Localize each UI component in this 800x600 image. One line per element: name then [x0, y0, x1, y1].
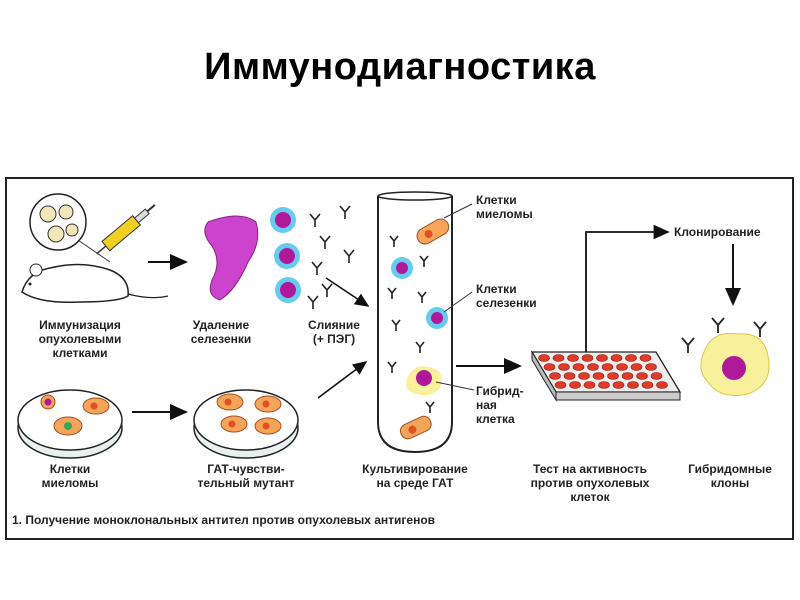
label-line: Клетки	[476, 193, 517, 207]
label-hybridoma: Гибридомные клоны	[680, 462, 780, 490]
label-gat-mutant: ГАТ-чувстви- тельный мутант	[186, 462, 306, 490]
plate-well	[567, 354, 579, 362]
label-cloning: Клонирование	[674, 225, 761, 239]
label-line: Удаление	[192, 318, 250, 332]
plate-well	[543, 363, 556, 371]
arrow-to-tube	[325, 277, 370, 307]
arrow-to-tube-2	[317, 361, 368, 399]
label-spleen-cells: Клетки селезенки	[476, 282, 537, 310]
label-line: миеломы	[41, 476, 99, 490]
plate-well	[569, 381, 581, 389]
plate-well	[558, 363, 570, 371]
label-line: клетками	[52, 346, 108, 360]
test-tube-icon	[377, 191, 475, 454]
plate-well	[630, 363, 643, 371]
plate-well	[592, 372, 605, 380]
plate-well	[587, 363, 599, 371]
label-line: против опухолевых	[530, 476, 650, 490]
hybridoma-clone-icon	[681, 317, 770, 396]
label-line: Иммунизация	[39, 318, 121, 332]
plate-well	[616, 363, 628, 371]
page-title: Иммунодиагностика	[204, 46, 596, 88]
label-line: опухолевыми	[38, 332, 122, 346]
label-cultivation: Культивирование на среде ГАТ	[350, 462, 480, 490]
plate-well	[612, 381, 625, 389]
figure-frame	[5, 177, 794, 540]
plate-well	[581, 354, 594, 362]
label-line: клоны	[710, 476, 750, 490]
plate-well	[549, 372, 561, 380]
plate-well	[627, 381, 639, 389]
mutant-dish-icon	[193, 389, 299, 459]
plate-well	[636, 372, 648, 380]
label-myeloma-top: Клетки миеломы	[476, 193, 533, 221]
label-line: селезенки	[476, 296, 537, 310]
plate-well	[552, 354, 565, 362]
plate-well	[538, 354, 550, 362]
plate-well	[625, 354, 637, 362]
plate-well	[656, 381, 668, 389]
plate-well	[596, 354, 608, 362]
label-line: на среде ГАТ	[376, 476, 454, 490]
label-hybrid: Гибрид- ная клетка	[476, 384, 524, 426]
spleen-icon	[204, 215, 259, 301]
label-line: клеток	[570, 490, 610, 504]
plate-well	[650, 372, 663, 380]
plate-well	[610, 354, 623, 362]
label-line: Клетки	[476, 282, 517, 296]
plate-well	[639, 354, 652, 362]
label-immunization: Иммунизация опухолевыми клетками	[20, 318, 140, 360]
label-line: Культивирование	[362, 462, 468, 476]
tumor-cells-icon	[29, 193, 111, 263]
plate-well	[554, 381, 567, 389]
plate-well	[563, 372, 576, 380]
label-line: Тест на активность	[532, 462, 648, 476]
label-line: клетка	[476, 412, 515, 426]
label-line: Слияние	[308, 318, 360, 332]
plate-well	[601, 363, 614, 371]
label-line: селезенки	[190, 332, 252, 346]
plate-well	[641, 381, 654, 389]
label-line: Гибридомные	[688, 462, 772, 476]
microplate-icon	[530, 350, 682, 402]
mouse-icon	[21, 263, 169, 304]
plate-well	[645, 363, 657, 371]
label-line: ГАТ-чувстви-	[207, 462, 285, 476]
plate-well	[583, 381, 596, 389]
label-line: Гибрид-	[476, 384, 524, 398]
plate-well	[607, 372, 619, 380]
plate-well	[578, 372, 590, 380]
label-line: ная	[476, 398, 497, 412]
plate-well	[572, 363, 585, 371]
plate-well	[598, 381, 610, 389]
figure-caption: 1. Получение моноклональных антител прот…	[12, 513, 436, 527]
label-spleen-removal: Удаление селезенки	[176, 318, 266, 346]
fusion-cells-icon	[270, 205, 355, 309]
label-line: Клетки	[49, 462, 91, 476]
myeloma-dish-icon	[17, 389, 123, 459]
label-line: миеломы	[476, 207, 533, 221]
label-myeloma-bottom: Клетки миеломы	[20, 462, 120, 490]
plate-well	[621, 372, 634, 380]
label-line: тельный мутант	[197, 476, 295, 490]
label-fusion: Слияние (+ ПЭГ)	[292, 318, 376, 346]
syringe-icon	[96, 204, 156, 255]
label-line: (+ ПЭГ)	[312, 332, 356, 346]
arrow-to-cloning	[585, 224, 670, 352]
label-activity-test: Тест на активность против опухолевых кле…	[520, 462, 660, 504]
